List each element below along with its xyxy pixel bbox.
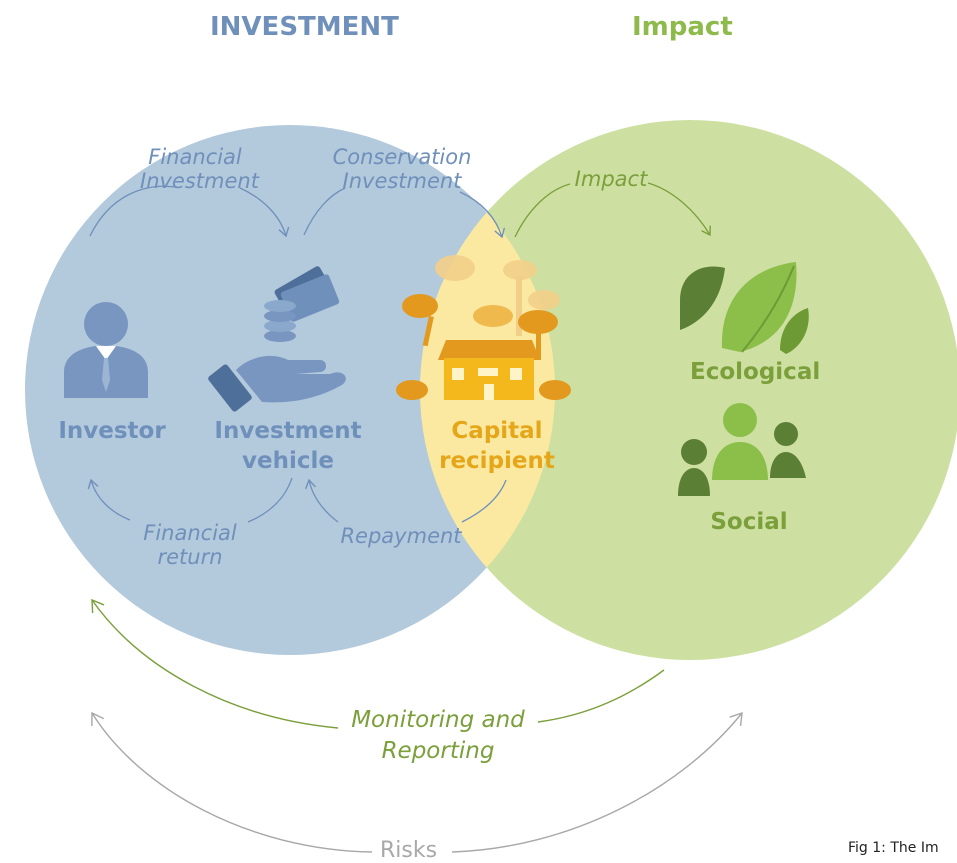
monitoring-arrow-right: [537, 669, 665, 723]
repayment-arrow: [305, 478, 339, 523]
financial-investment-arrow-head: [239, 187, 290, 238]
impact-circle: [420, 120, 957, 660]
repayment-label: Repayment: [340, 524, 462, 548]
monitoring-arrow-left: [91, 598, 339, 729]
leaves-icon: [680, 262, 809, 354]
investment-vehicle-line2: vehicle: [242, 448, 334, 474]
conservation-investment-label: Conservation Investment: [332, 145, 472, 193]
impact-heading: Impact: [632, 12, 733, 42]
risks-label: Risks: [380, 838, 438, 863]
financial-return-label: Financial return: [132, 521, 248, 569]
financial-return-arrow: [87, 478, 131, 521]
investment-vehicle-label: Investment vehicle: [208, 416, 368, 476]
impact-arrow: [514, 183, 571, 238]
impact-arrow-head: [647, 182, 711, 237]
conservation-investment-arrow: [303, 187, 346, 236]
risks-arrow-right: [451, 711, 743, 853]
investor-icon: [64, 302, 148, 398]
financial-return-line2: return: [157, 545, 223, 569]
capital-recipient-line2: recipient: [439, 448, 555, 474]
impact-flow-label: Impact: [574, 167, 648, 191]
house-trees-icon: [396, 255, 571, 400]
financial-return-line1: Financial: [143, 521, 237, 545]
financial-investment-arrow: [89, 185, 176, 237]
conservation-investment-line2: Investment: [342, 169, 462, 193]
conservation-investment-arrow-head: [459, 191, 506, 239]
financial-investment-line2: Investment: [140, 169, 259, 193]
capital-recipient-line1: Capital: [451, 418, 543, 444]
risks-arrow-left: [91, 711, 373, 853]
monitoring-line2: Reporting: [381, 738, 495, 764]
financial-investment-label: Financial Investment: [140, 145, 259, 193]
investment-heading: INVESTMENT: [210, 12, 399, 42]
monitoring-reporting-label: Monitoring and Reporting: [338, 705, 538, 767]
capital-recipient-label: Capital recipient: [432, 416, 562, 476]
hand-money-icon: [208, 266, 346, 412]
investor-label: Investor: [58, 418, 166, 444]
conservation-investment-line1: Conservation: [332, 145, 472, 169]
ecological-label: Ecological: [690, 359, 821, 385]
repayment-arrow-tail: [461, 479, 507, 523]
social-label: Social: [710, 509, 788, 535]
monitoring-line1: Monitoring and: [351, 707, 525, 733]
investment-vehicle-line1: Investment: [214, 418, 362, 444]
financial-investment-line1: Financial: [148, 145, 242, 169]
people-icon: [678, 403, 806, 496]
financial-return-arrow-tail: [247, 477, 293, 523]
figure-caption: Fig 1: The Im: [848, 840, 939, 856]
